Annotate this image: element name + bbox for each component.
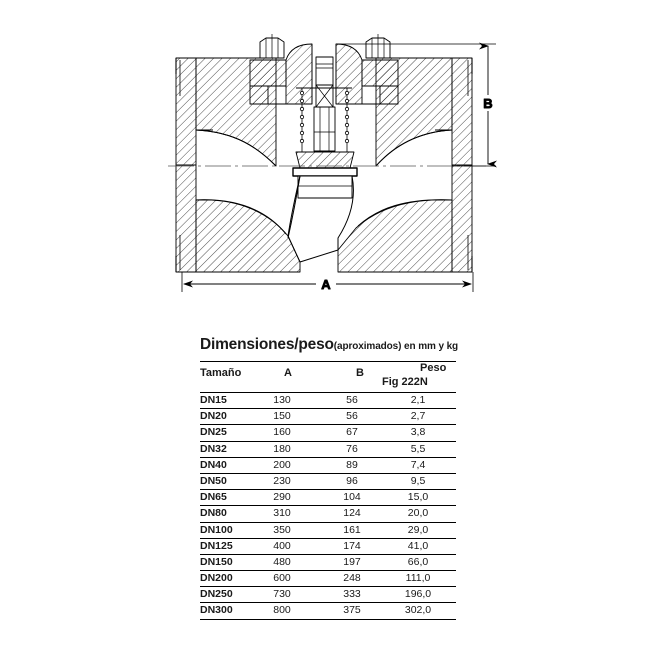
table-title-sub: (aproximados) en mm y kg: [333, 341, 459, 352]
table-row: DN250 730 333 196,0: [200, 587, 456, 604]
row-dimension-a: 800: [273, 604, 291, 617]
header-rule: [200, 392, 456, 393]
table-title-main: Dimensiones/peso: [200, 336, 334, 353]
row-size: DN15: [200, 394, 227, 406]
row-size: DN200: [200, 572, 233, 585]
row-dimension-a: 200: [273, 458, 291, 471]
row-dimension-a: 130: [273, 394, 291, 406]
row-size: DN32: [200, 442, 227, 455]
row-weight: 3,8: [410, 426, 426, 439]
table-row: DN50 230 96 9,5: [200, 474, 456, 491]
row-dimension-b: 67: [346, 426, 358, 439]
header-figure: Fig 222N: [382, 376, 428, 388]
valve-disc-seat: [292, 151, 358, 199]
row-size: DN40: [200, 458, 227, 471]
table-row: DN300 800 375 302,0: [200, 603, 456, 618]
row-dimension-b: 174: [343, 539, 361, 552]
row-dimension-b: 76: [346, 442, 358, 455]
row-dimension-b: 375: [343, 604, 361, 617]
table-row: DN40 200 89 7,4: [200, 458, 456, 474]
row-dimension-a: 600: [273, 572, 291, 585]
row-dimension-a: 160: [273, 426, 291, 439]
row-weight: 41,0: [407, 539, 429, 552]
row-size: DN65: [200, 491, 227, 504]
header-weight: Peso: [420, 362, 447, 374]
title-rule: [200, 361, 456, 362]
table-row: DN125 400 174 41,0: [200, 539, 456, 555]
row-weight: 9,5: [410, 474, 426, 487]
valve-stem: [313, 56, 336, 152]
table-bottom-rule: [200, 618, 456, 620]
row-dimension-a: 480: [273, 555, 291, 568]
row-weight: 5,5: [410, 442, 426, 455]
row-weight: 302,0: [404, 604, 432, 617]
row-size: DN20: [200, 410, 227, 423]
row-dimension-b: 197: [343, 555, 361, 568]
table-row: DN32 180 76 5,5: [200, 442, 456, 458]
row-size: DN300: [200, 604, 233, 617]
row-dimension-b: 104: [343, 491, 361, 504]
table-row: DN100 350 161 29,0: [200, 523, 456, 539]
header-a: A: [284, 367, 292, 379]
dimension-b-label: B: [483, 96, 492, 111]
table-row: DN25 160 67 3,8: [200, 425, 456, 442]
row-weight: 2,1: [410, 394, 426, 406]
row-size: DN125: [200, 539, 233, 552]
valve-drawing-panel: A B: [0, 0, 653, 320]
row-dimension-b: 248: [343, 572, 361, 585]
row-dimension-a: 290: [273, 491, 291, 504]
valve-body-left: [195, 57, 301, 273]
row-dimension-b: 333: [343, 588, 361, 601]
table-title: Dimensiones/peso(aproximados) en mm y kg: [200, 336, 459, 360]
row-dimension-a: 180: [273, 442, 291, 455]
row-dimension-b: 56: [346, 410, 358, 423]
dimensions-table-block: Dimensiones/peso(aproximados) en mm y kg…: [200, 336, 459, 620]
row-size: DN50: [200, 474, 227, 487]
row-size: DN250: [200, 588, 233, 601]
row-dimension-b: 56: [346, 394, 358, 406]
dimension-b: B: [336, 42, 497, 168]
row-weight: 66,0: [407, 555, 429, 568]
row-dimension-b: 89: [346, 458, 358, 471]
right-flange: [435, 57, 473, 273]
table-row: DN150 480 197 66,0: [200, 555, 456, 572]
row-size: DN25: [200, 426, 227, 439]
table-row: DN20 150 56 2,7: [200, 409, 456, 426]
bonnet-bolt-left: [259, 34, 285, 59]
row-dimension-a: 310: [273, 507, 291, 520]
valve-bonnet: [249, 43, 399, 105]
row-dimension-a: 730: [273, 588, 291, 601]
row-size: DN80: [200, 507, 227, 520]
row-dimension-b: 124: [343, 507, 361, 520]
valve-seat-throat: [287, 175, 354, 263]
row-dimension-b: 96: [346, 474, 358, 487]
table-row: DN200 600 248 111,0: [200, 571, 456, 588]
row-weight: 20,0: [407, 507, 429, 520]
row-dimension-a: 400: [273, 539, 291, 552]
table-header-row: Tamaño A B Peso Fig 222N: [200, 362, 456, 392]
row-dimension-a: 150: [273, 410, 291, 423]
dimension-a-label: A: [321, 277, 331, 292]
table-row: DN80 310 124 20,0: [200, 506, 456, 523]
header-b: B: [356, 367, 364, 379]
row-dimension-a: 230: [273, 474, 291, 487]
bonnet-bolt-right: [365, 34, 391, 59]
row-weight: 2,7: [410, 410, 426, 423]
table-row: DN15 130 56 2,1: [200, 393, 456, 410]
row-weight: 15,0: [407, 491, 429, 504]
row-weight: 111,0: [405, 572, 431, 585]
row-weight: 29,0: [407, 523, 429, 536]
table-row: DN65 290 104 15,0: [200, 490, 456, 507]
header-size: Tamaño: [200, 367, 242, 379]
row-size: DN150: [200, 555, 233, 568]
row-size: DN100: [200, 523, 233, 536]
dimension-a: A: [181, 272, 474, 292]
row-dimension-a: 350: [273, 523, 291, 536]
row-dimension-b: 161: [343, 523, 361, 536]
row-weight: 7,4: [410, 458, 426, 471]
valve-cross-section-drawing: A B: [168, 34, 497, 292]
row-weight: 196,0: [404, 588, 432, 601]
